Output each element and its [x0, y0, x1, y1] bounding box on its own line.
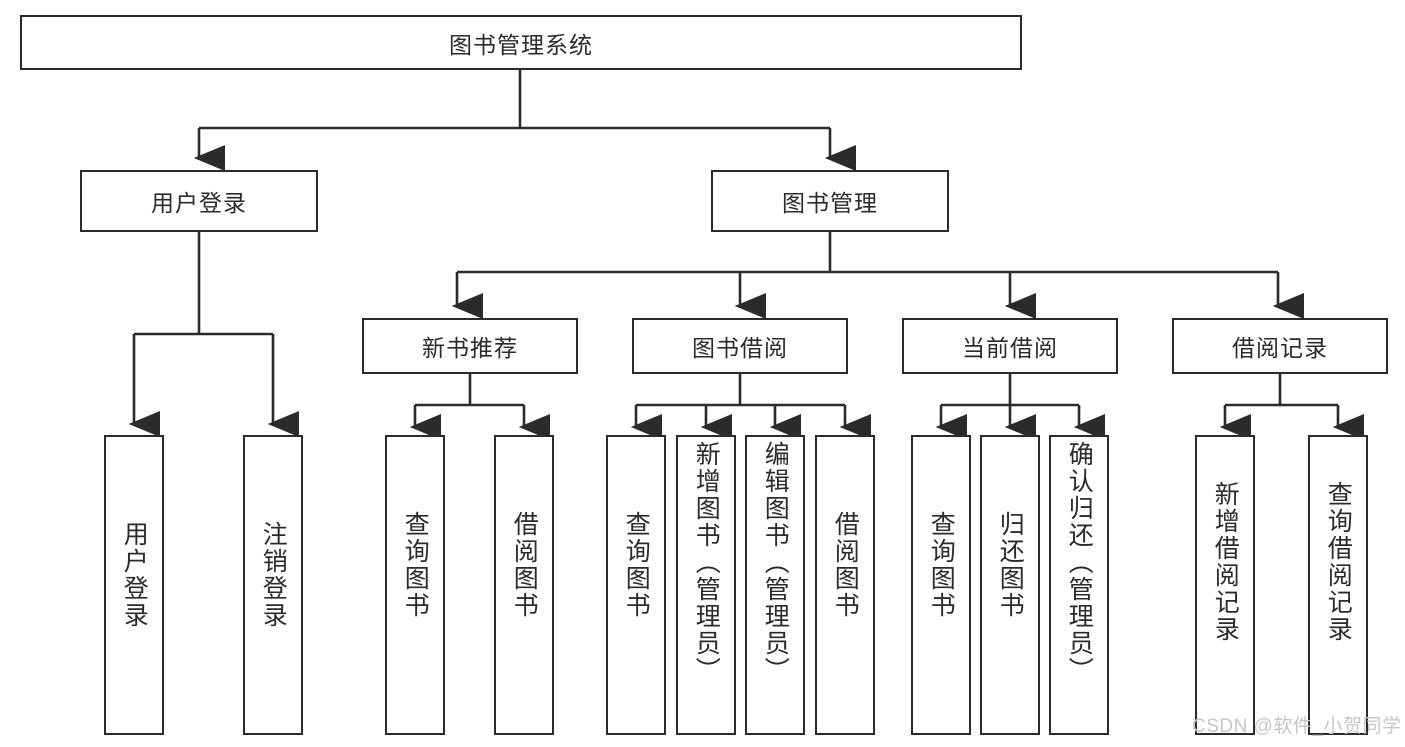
node-book-management[interactable]: 图书管理	[711, 170, 949, 232]
node-book-borrow[interactable]: 图书借阅	[632, 318, 848, 374]
node-book-management-system[interactable]: 图书管理系统	[20, 15, 1022, 70]
node-label: 新增图书（管理员）	[692, 441, 721, 684]
node-leaf-return-book[interactable]: 归还图书	[980, 435, 1040, 735]
node-new-book-recommend[interactable]: 新书推荐	[362, 318, 578, 374]
node-leaf-confirm-return[interactable]: 确认归还（管理员）	[1049, 435, 1109, 735]
node-label: 借阅记录	[1232, 335, 1328, 361]
node-label: 查询图书	[401, 511, 430, 619]
node-leaf-query-borrow-record[interactable]: 查询借阅记录	[1308, 435, 1368, 735]
node-label: 用户登录	[151, 190, 247, 216]
node-label: 新书推荐	[422, 335, 518, 361]
node-label: 查询图书	[622, 511, 651, 619]
node-label: 新增借阅记录	[1211, 481, 1240, 643]
node-leaf-logout-login[interactable]: 注销登录	[243, 435, 303, 735]
node-leaf-query-book-2[interactable]: 查询图书	[606, 435, 666, 735]
node-leaf-user-login[interactable]: 用户登录	[104, 435, 164, 735]
node-leaf-borrow-book-2[interactable]: 借阅图书	[815, 435, 875, 735]
node-label: 当前借阅	[962, 335, 1058, 361]
node-label: 查询借阅记录	[1324, 481, 1353, 643]
node-label: 归还图书	[996, 511, 1025, 619]
node-label: 用户登录	[120, 521, 149, 629]
node-leaf-borrow-book-1[interactable]: 借阅图书	[494, 435, 554, 735]
node-leaf-edit-book[interactable]: 编辑图书（管理员）	[745, 435, 805, 735]
node-label: 图书管理	[782, 190, 878, 216]
node-label: 图书借阅	[692, 335, 788, 361]
node-leaf-query-book-3[interactable]: 查询图书	[911, 435, 971, 735]
node-label: 图书管理系统	[449, 31, 593, 58]
node-current-borrow[interactable]: 当前借阅	[902, 318, 1118, 374]
node-label: 编辑图书（管理员）	[761, 441, 790, 684]
watermark-text: CSDN @软件_小贺同学	[1192, 716, 1402, 737]
node-label: 确认归还（管理员）	[1065, 441, 1094, 684]
csdn-watermark: CSDN @软件_小贺同学	[1192, 711, 1401, 738]
node-leaf-add-book[interactable]: 新增图书（管理员）	[676, 435, 736, 735]
node-leaf-add-borrow-record[interactable]: 新增借阅记录	[1195, 435, 1255, 735]
node-label: 注销登录	[259, 521, 288, 629]
node-leaf-query-book-1[interactable]: 查询图书	[385, 435, 445, 735]
node-borrow-record[interactable]: 借阅记录	[1172, 318, 1388, 374]
node-label: 查询图书	[927, 511, 956, 619]
node-label: 借阅图书	[510, 511, 539, 619]
node-user-login[interactable]: 用户登录	[80, 170, 318, 232]
node-label: 借阅图书	[831, 511, 860, 619]
